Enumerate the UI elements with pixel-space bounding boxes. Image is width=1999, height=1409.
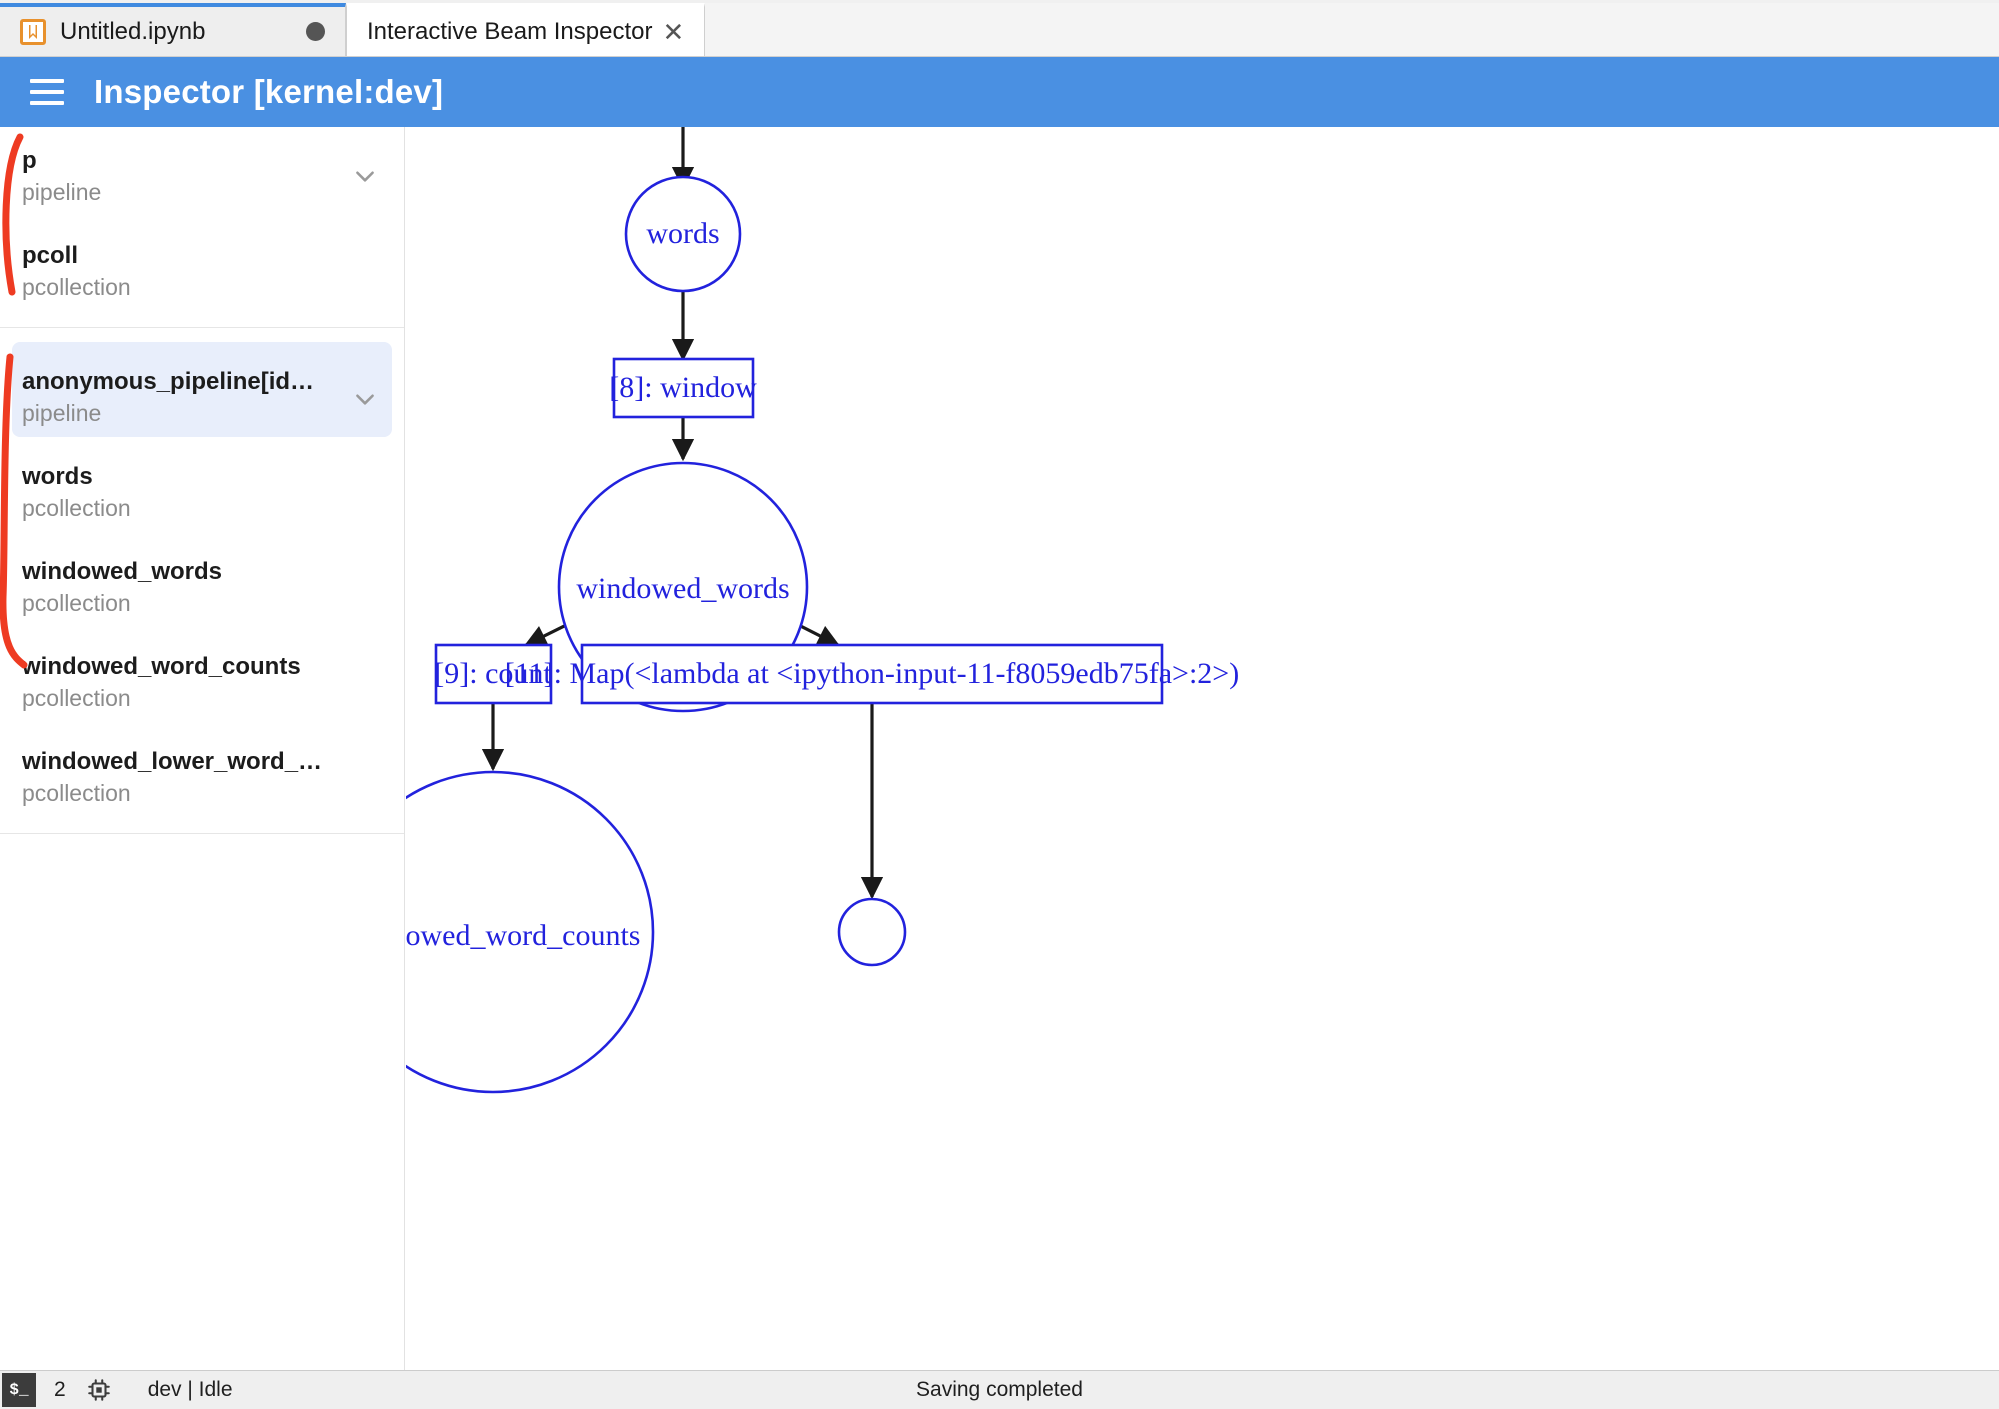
sidebar-group-anonymous-pipeline: anonymous_pipeline[id:44516… pipeline wo… xyxy=(0,328,404,834)
sidebar-item-label: windowed_words xyxy=(22,558,223,585)
graph-node-unnamed-small[interactable] xyxy=(837,897,907,967)
sidebar-item-anonymous-pipeline[interactable]: anonymous_pipeline[id:44516… pipeline xyxy=(12,342,392,437)
graph-node-label: [11]: Map(<lambda at <ipython-input-11-f… xyxy=(505,657,1239,690)
graph-node-label: windowed_word_counts xyxy=(406,919,640,952)
sidebar-item-label: words xyxy=(22,463,93,490)
status-bar: $_ 2 dev | Idle Saving completed xyxy=(0,1370,1999,1409)
kernel-status[interactable]: dev | Idle xyxy=(147,1378,233,1401)
sidebar-item-label: windowed_lower_word_counts xyxy=(22,748,370,775)
tab-interactive-beam-inspector[interactable]: Interactive Beam Inspector ✕ xyxy=(346,3,706,56)
pipeline-dag: words [8]: window windowed_words [9]: co… xyxy=(406,127,1239,1094)
graph-node-label: [8]: window xyxy=(609,371,757,404)
sidebar-item-words[interactable]: words pcollection xyxy=(0,437,404,532)
hamburger-icon[interactable] xyxy=(30,79,64,105)
graph-node-count[interactable]: [9]: count xyxy=(434,643,552,705)
save-status: Saving completed xyxy=(916,1378,1083,1401)
cpu-chip-icon[interactable] xyxy=(86,1377,112,1403)
tab-untitled-ipynb[interactable]: Untitled.ipynb xyxy=(0,3,346,56)
tab-label: Untitled.ipynb xyxy=(60,17,206,45)
graph-node-label: [9]: count xyxy=(434,657,552,690)
graph-node-windowed-word-counts[interactable]: windowed_word_counts xyxy=(406,770,655,1094)
terminal-icon-label: $_ xyxy=(9,1381,29,1399)
sidebar-item-label: anonymous_pipeline[id:44516… xyxy=(22,368,358,395)
sidebar-item-pcoll[interactable]: pcoll pcollection xyxy=(0,216,404,311)
sidebar-item-windowed-words[interactable]: windowed_words pcollection xyxy=(0,532,404,627)
sidebar-item-label: windowed_word_counts xyxy=(22,653,301,680)
sidebar-item-windowed-lower-word-counts[interactable]: windowed_lower_word_counts pcollection xyxy=(0,722,404,817)
graph-node-label: windowed_words xyxy=(576,572,789,605)
terminal-icon[interactable]: $_ xyxy=(2,1373,36,1407)
sidebar-item-label: pcoll xyxy=(22,242,79,269)
sidebar-item-label: p xyxy=(22,147,37,174)
inspectables-sidebar: p pipeline pcoll pcollection anonymous_p… xyxy=(0,127,405,1370)
unsaved-changes-dot xyxy=(306,22,325,41)
sidebar-item-p[interactable]: p pipeline xyxy=(0,135,404,216)
app-header: Inspector [kernel:dev] xyxy=(0,57,1999,127)
sidebar-item-type: pcollection xyxy=(22,780,131,806)
sidebar-item-type: pcollection xyxy=(22,495,131,521)
sidebar-item-windowed-word-counts[interactable]: windowed_word_counts pcollection xyxy=(0,627,404,722)
sidebar-item-type: pcollection xyxy=(22,685,131,711)
sidebar-item-type: pcollection xyxy=(22,274,131,300)
page-title: Inspector [kernel:dev] xyxy=(94,73,444,110)
tab-bar: Untitled.ipynb Interactive Beam Inspecto… xyxy=(0,0,1999,57)
tab-bar-empty-area xyxy=(705,3,1999,56)
notebook-icon xyxy=(20,18,46,45)
graph-node-map-lambda[interactable]: [11]: Map(<lambda at <ipython-input-11-f… xyxy=(505,643,1239,705)
close-icon[interactable]: ✕ xyxy=(662,16,685,47)
chevron-down-icon[interactable] xyxy=(352,163,378,189)
pipeline-graph-canvas[interactable]: words [8]: window windowed_words [9]: co… xyxy=(406,127,1999,1370)
chevron-down-icon[interactable] xyxy=(352,386,378,412)
tab-label: Interactive Beam Inspector xyxy=(367,17,653,45)
graph-node-words[interactable]: words xyxy=(624,175,742,293)
terminal-count: 2 xyxy=(54,1378,66,1401)
sidebar-item-type: pipeline xyxy=(22,179,102,205)
graph-node-label: words xyxy=(646,217,719,250)
sidebar-item-type: pcollection xyxy=(22,590,131,616)
sidebar-group-anonymous-root: p pipeline pcoll pcollection xyxy=(0,127,404,328)
content-area: p pipeline pcoll pcollection anonymous_p… xyxy=(0,127,1999,1370)
sidebar-item-type: pipeline xyxy=(22,400,102,426)
graph-node-window[interactable]: [8]: window xyxy=(609,357,757,419)
